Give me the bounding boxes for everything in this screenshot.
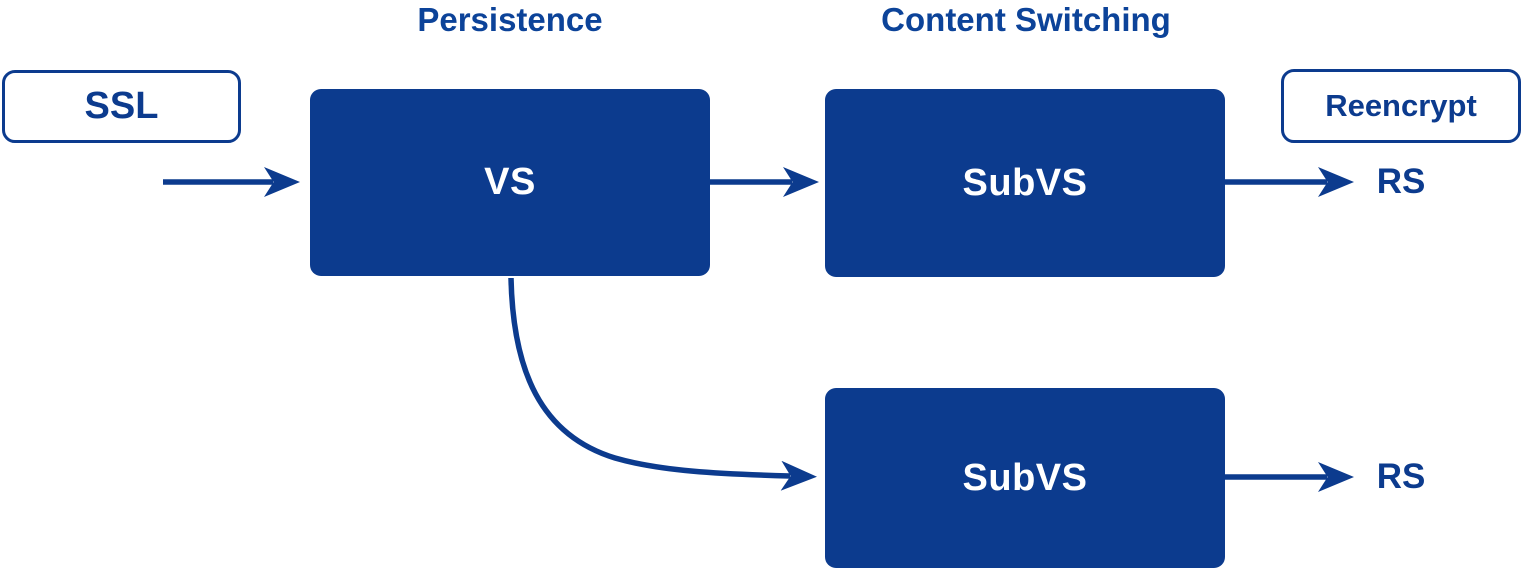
rs-node-top: RS (1358, 158, 1444, 206)
ssl-node: SSL (2, 70, 241, 143)
ssl-label: SSL (84, 85, 159, 127)
arrow-vs-to-subvs-bottom-curved (508, 277, 817, 491)
rs-top-label: RS (1376, 162, 1426, 201)
subvs-node-top: SubVS (825, 89, 1225, 277)
reencrypt-label: Reencrypt (1325, 88, 1477, 123)
rs-bottom-label: RS (1376, 457, 1426, 496)
reencrypt-node: Reencrypt (1281, 69, 1521, 143)
subvs-bottom-label: SubVS (962, 456, 1088, 499)
subvs-top-label: SubVS (962, 161, 1088, 204)
rs-node-bottom: RS (1358, 453, 1444, 501)
vs-node: VS (310, 89, 710, 276)
subvs-node-bottom: SubVS (825, 388, 1225, 568)
persistence-title: Persistence (417, 1, 603, 38)
content-switching-title: Content Switching (881, 1, 1171, 38)
vs-label: VS (484, 161, 536, 203)
